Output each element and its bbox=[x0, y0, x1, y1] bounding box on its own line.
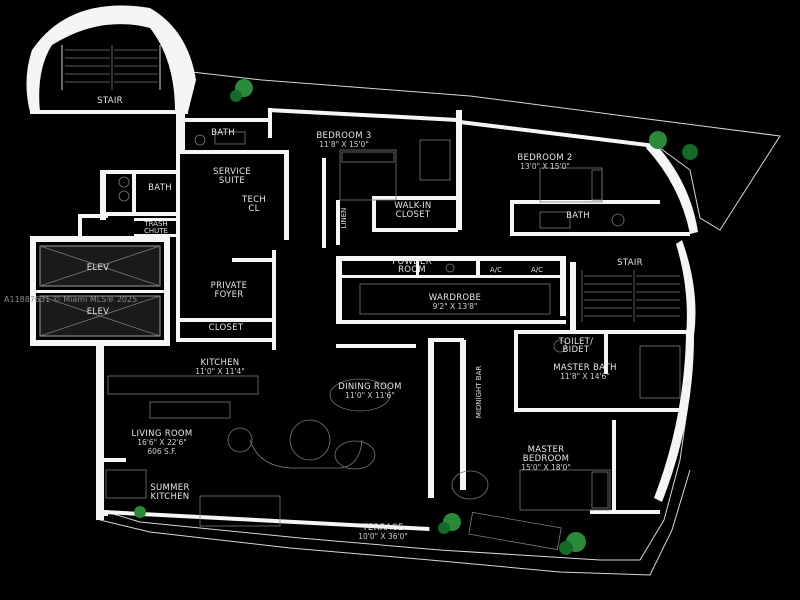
living-room-dims: 16'6" X 22'6" bbox=[137, 438, 187, 447]
service-suite-label-1: SERVICE bbox=[213, 167, 251, 177]
master-bedroom-dims: 15'0" X 18'0" bbox=[521, 463, 571, 472]
summer-kitchen-label-1: SUMMER bbox=[150, 483, 189, 493]
powder-room-label-1: POWDER bbox=[392, 257, 432, 267]
powder-room-label-2: ROOM bbox=[398, 265, 426, 275]
toilet-bidet-label-1: TOILET/ bbox=[558, 337, 594, 347]
linen-label: LINEN bbox=[340, 208, 348, 229]
living-room-area: 606 S.F. bbox=[147, 447, 176, 456]
watermark: A11887631 © Miami MLS® 2025 bbox=[4, 295, 137, 304]
trash-chute-label-1: TRASH bbox=[143, 220, 167, 228]
terrace-label: TERRACE bbox=[361, 523, 403, 533]
plants bbox=[134, 79, 698, 555]
wardrobe-label: WARDROBE bbox=[429, 293, 481, 303]
tech-label-1: TECH bbox=[241, 195, 266, 205]
service-suite-label-2: SUITE bbox=[219, 176, 245, 186]
furniture bbox=[105, 131, 681, 551]
ac-2-label: A/C bbox=[531, 266, 543, 274]
tech-label-2: CL bbox=[248, 204, 259, 214]
stair-right bbox=[581, 270, 680, 322]
master-bedroom-label-1: MASTER bbox=[528, 445, 565, 455]
ac-1-label: A/C bbox=[490, 266, 502, 274]
stair-right-label: STAIR bbox=[617, 258, 643, 268]
master-bedroom-label-2: BEDROOM bbox=[523, 454, 569, 464]
room-labels: STAIR BATH BEDROOM 3 11'8" X 15'0" BEDRO… bbox=[87, 96, 643, 541]
kitchen-label: KITCHEN bbox=[201, 358, 240, 368]
walls bbox=[30, 104, 698, 532]
master-bath-label: MASTER BATH bbox=[553, 363, 617, 373]
wardrobe-dims: 9'2" X 13'8" bbox=[433, 302, 478, 311]
bedroom-3-label: BEDROOM 3 bbox=[316, 131, 371, 141]
bedroom-2-dims: 13'0" X 15'0" bbox=[520, 162, 570, 171]
elevators bbox=[39, 245, 161, 337]
living-room-label: LIVING ROOM bbox=[131, 429, 192, 439]
bedroom-3-dims: 11'8" X 15'0" bbox=[319, 140, 369, 149]
trash-chute-label-2: CHUTE bbox=[144, 227, 168, 235]
bath-1-label: BATH bbox=[211, 128, 235, 138]
bath-2-label: BATH bbox=[148, 183, 172, 193]
walk-in-closet-label-1: WALK-IN bbox=[394, 201, 431, 211]
terrace-outline bbox=[99, 71, 781, 576]
summer-kitchen-label-2: KITCHEN bbox=[151, 492, 190, 502]
elev-bottom-label: ELEV bbox=[87, 307, 110, 317]
kitchen-dims: 11'0" X 11'4" bbox=[195, 367, 245, 376]
bath-3-label: BATH bbox=[566, 211, 590, 221]
toilet-bidet-label-2: BIDET bbox=[563, 345, 590, 355]
walk-in-closet-label-2: CLOSET bbox=[396, 210, 431, 220]
stair-top-label: STAIR bbox=[97, 96, 123, 106]
dining-room-dims: 11'0" X 11'6" bbox=[345, 391, 395, 400]
private-foyer-label-1: PRIVATE bbox=[211, 281, 248, 291]
master-bath-dims: 11'8" X 14'6" bbox=[560, 372, 610, 381]
dining-room-label: DINING ROOM bbox=[338, 382, 402, 392]
closet-label: CLOSET bbox=[209, 323, 244, 333]
elev-top-label: ELEV bbox=[87, 263, 110, 273]
private-foyer-label-2: FOYER bbox=[214, 290, 243, 300]
stair-tower-top bbox=[26, 5, 197, 114]
bedroom-2-label: BEDROOM 2 bbox=[517, 153, 572, 163]
terrace-dims: 10'0" X 36'0" bbox=[358, 532, 408, 541]
midnight-bar-label: MIDNIGHT BAR bbox=[475, 366, 483, 419]
